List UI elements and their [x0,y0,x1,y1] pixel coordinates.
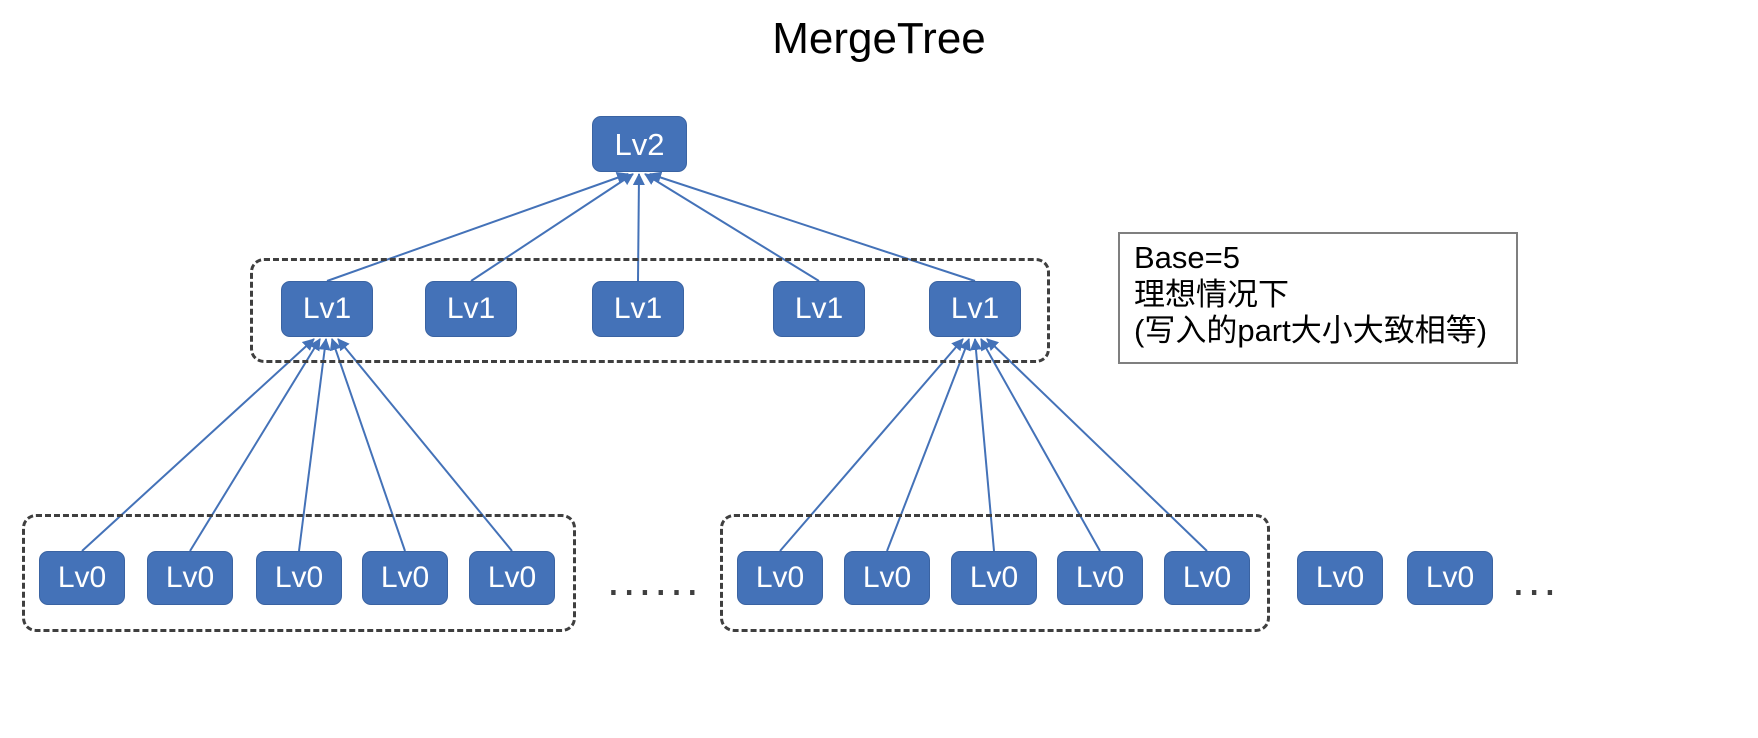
node-label: Lv1 [613,292,663,325]
node-lv0-9[interactable]: Lv0 [1164,551,1250,605]
node-label: Lv1 [950,292,1000,325]
legend-line-partsize: (写入的part大小大致相等) [1134,313,1488,349]
edge-lv1-4-to-lv2 [649,171,976,282]
ellipsis-between-lv0-groups: ...... [607,553,702,605]
edge-lv1-3-to-lv2 [644,173,820,282]
edge-lv1-2-to-lv2 [632,173,645,282]
node-lv0-8[interactable]: Lv0 [1057,551,1143,605]
node-lv0-7[interactable]: Lv0 [951,551,1037,605]
node-lv0-3[interactable]: Lv0 [362,551,448,605]
node-lv0-6[interactable]: Lv0 [844,551,930,605]
node-label: Lv0 [862,561,912,594]
node-lv1-3[interactable]: Lv1 [773,281,865,337]
node-label: Lv0 [274,561,324,594]
node-lv0-1[interactable]: Lv0 [147,551,233,605]
node-label: Lv0 [1075,561,1125,594]
edge-lv1-1-to-lv2 [470,173,634,282]
node-label: Lv1 [446,292,496,325]
node-label: Lv0 [969,561,1019,594]
node-lv2[interactable]: Lv2 [592,116,687,172]
node-lv0-2[interactable]: Lv0 [256,551,342,605]
node-lv1-1[interactable]: Lv1 [425,281,517,337]
legend-line-ideal: 理想情况下 [1134,276,1289,312]
node-lv0-10[interactable]: Lv0 [1297,551,1383,605]
node-lv1-0[interactable]: Lv1 [281,281,373,337]
node-label: Lv0 [1425,561,1475,594]
node-label: Lv1 [794,292,844,325]
edge-lv1-0-to-lv2 [326,172,629,282]
legend-box: Base=5 理想情况下 (写入的part大小大致相等) [1118,232,1518,364]
group-box-lv0-right [720,514,1270,632]
node-lv0-11[interactable]: Lv0 [1407,551,1493,605]
node-label: Lv2 [614,126,665,162]
page-title: MergeTree [772,14,986,63]
node-label: Lv0 [57,561,107,594]
node-lv0-4[interactable]: Lv0 [469,551,555,605]
node-label: Lv0 [380,561,430,594]
group-box-lv1 [250,258,1050,363]
legend-line-base: Base=5 [1134,240,1241,275]
ellipsis-right-end: ... [1512,553,1560,605]
node-label: Lv0 [165,561,215,594]
node-label: Lv0 [487,561,537,594]
node-lv0-0[interactable]: Lv0 [39,551,125,605]
node-label: Lv0 [755,561,805,594]
node-lv1-2[interactable]: Lv1 [592,281,684,337]
node-label: Lv0 [1315,561,1365,594]
node-lv1-4[interactable]: Lv1 [929,281,1021,337]
group-box-lv0-left [22,514,576,632]
node-label: Lv1 [302,292,352,325]
node-label: Lv0 [1182,561,1232,594]
node-lv0-5[interactable]: Lv0 [737,551,823,605]
